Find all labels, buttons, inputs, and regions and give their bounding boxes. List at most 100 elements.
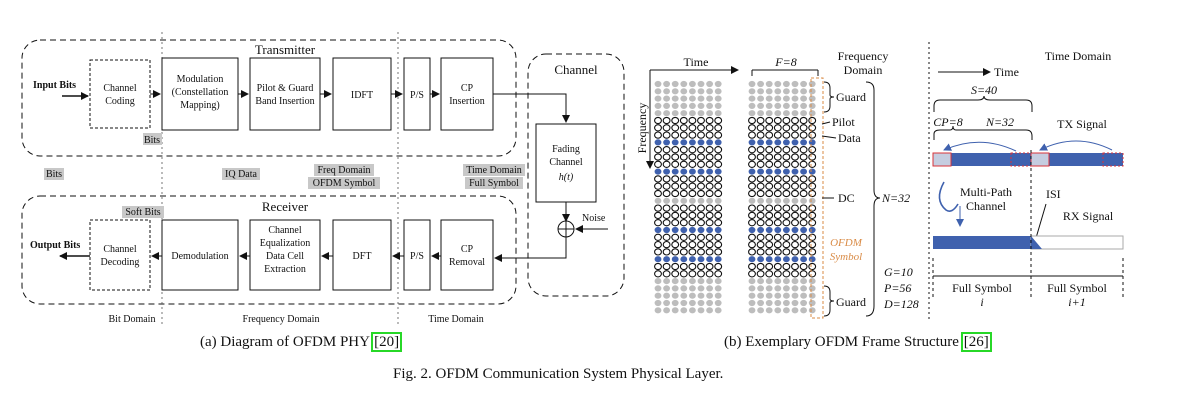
data-subcarrier: [765, 248, 774, 256]
data-subcarrier: [808, 240, 817, 249]
guard-subcarrier: [654, 278, 662, 285]
pilot-subcarrier: [706, 168, 713, 175]
data-subcarrier: [662, 160, 671, 168]
guard-subcarrier: [748, 278, 756, 285]
guard-subcarrier: [748, 110, 756, 117]
pilot-subcarrier: [697, 168, 705, 175]
pilot-subcarrier: [765, 168, 773, 175]
tx-cp-copy-arrow-2: [1039, 140, 1113, 151]
pilot-subcarrier: [765, 256, 773, 263]
guard-subcarrier: [663, 278, 670, 285]
caption-b-citation[interactable]: [26]: [960, 332, 992, 352]
ps-tx-label: P/S: [410, 90, 424, 101]
data-subcarrier: [671, 270, 680, 278]
data-subcarrier: [714, 124, 723, 132]
guard-subcarrier: [800, 285, 807, 292]
data-subcarrier: [679, 131, 688, 139]
guard-subcarrier: [706, 285, 713, 292]
pilot-subcarrier: [671, 226, 679, 234]
pilot-guard-block: [249, 57, 321, 131]
figure-caption: Fig. 2. OFDM Communication System Physic…: [393, 366, 724, 382]
receiver-title: Receiver: [262, 199, 309, 214]
data-subcarrier: [688, 270, 697, 278]
guard-subcarrier: [791, 102, 799, 109]
guard-subcarrier: [706, 292, 713, 299]
pilot-subcarrier: [748, 256, 756, 263]
pilot-subcarrier: [800, 256, 807, 263]
data-subcarrier: [808, 160, 817, 168]
caption-a-citation[interactable]: [20]: [371, 332, 403, 352]
dc-subcarrier: [663, 197, 670, 204]
guard-subcarrier: [800, 307, 807, 314]
data-subcarrier: [688, 182, 697, 190]
data-subcarrier: [756, 160, 765, 168]
data-subcarrier: [705, 233, 714, 241]
guard-subcarrier: [774, 110, 782, 117]
data-subcarrier: [697, 124, 705, 132]
data-subcarrier: [748, 262, 756, 271]
data-subcarrier: [773, 153, 782, 161]
data-subcarrier: [688, 116, 697, 125]
guard-subcarrier: [689, 278, 696, 285]
pilot-subcarrier: [757, 139, 764, 146]
data-subcarrier: [756, 262, 765, 271]
data-subcarrier: [662, 124, 671, 132]
ps-rx-label: P/S: [410, 251, 424, 262]
guard-subcarrier: [808, 307, 816, 314]
data-subcarrier: [799, 175, 808, 183]
data-subcarrier: [705, 270, 714, 278]
data-subcarrier: [773, 189, 782, 198]
n32b-brace: [952, 125, 1033, 140]
data-subcarrier: [688, 189, 697, 198]
data-subcarrier: [705, 175, 714, 183]
data-subcarrier: [791, 270, 799, 278]
guard-subcarrier: [680, 102, 688, 109]
data-subcarrier: [765, 146, 774, 154]
data-subcarrier: [671, 189, 680, 198]
tx-signal-label: TX Signal: [1057, 117, 1107, 131]
guard-subcarrier: [783, 102, 790, 109]
pilot-subcarrier: [774, 256, 782, 263]
guard-subcarrier: [800, 278, 807, 285]
pilot-subcarrier: [680, 139, 688, 146]
pilot-subcarrier: [765, 139, 773, 146]
data-subcarrier: [688, 175, 697, 183]
data-subcarrier: [782, 262, 791, 271]
data-subcarrier: [765, 240, 774, 249]
guard-subcarrier: [689, 299, 696, 307]
data-subcarrier: [791, 182, 799, 190]
guard-subcarrier: [689, 88, 696, 95]
dc-label: DC: [838, 191, 855, 205]
data-subcarrier: [765, 204, 774, 212]
data-subcarrier: [799, 248, 808, 256]
equalization-block: [249, 219, 321, 291]
data-subcarrier: [697, 204, 705, 212]
pilot-subcarrier: [680, 226, 688, 234]
guard-subcarrier: [680, 278, 688, 285]
data-subcarrier: [773, 204, 782, 212]
guard-subcarrier: [765, 80, 773, 88]
data-subcarrier: [799, 204, 808, 212]
data-subcarrier: [765, 211, 774, 220]
data-subcarrier: [662, 211, 671, 220]
pilot-subcarrier: [697, 226, 705, 234]
guard-subcarrier: [808, 95, 816, 102]
guard-subcarrier: [748, 299, 756, 307]
data-subcarrier: [679, 204, 688, 212]
dc-subcarrier: [791, 197, 799, 204]
pilot-subcarrier: [783, 226, 790, 234]
data-subcarrier: [679, 240, 688, 249]
guard-subcarrier: [774, 278, 782, 285]
data-subcarrier: [782, 146, 791, 154]
bits-row-tag: [44, 168, 64, 180]
pilot-subcarrier: [714, 226, 722, 234]
data-subcarrier: [782, 124, 791, 132]
pilot-subcarrier: [706, 256, 713, 263]
data-subcarrier: [748, 146, 756, 154]
guard-subcarrier: [697, 80, 705, 88]
guard-subcarrier: [689, 95, 696, 102]
guard-top-label: Guard: [836, 90, 866, 104]
data-subcarrier: [756, 248, 765, 256]
pilot-subcarrier: [680, 256, 688, 263]
multipath-squiggle: [938, 181, 959, 212]
